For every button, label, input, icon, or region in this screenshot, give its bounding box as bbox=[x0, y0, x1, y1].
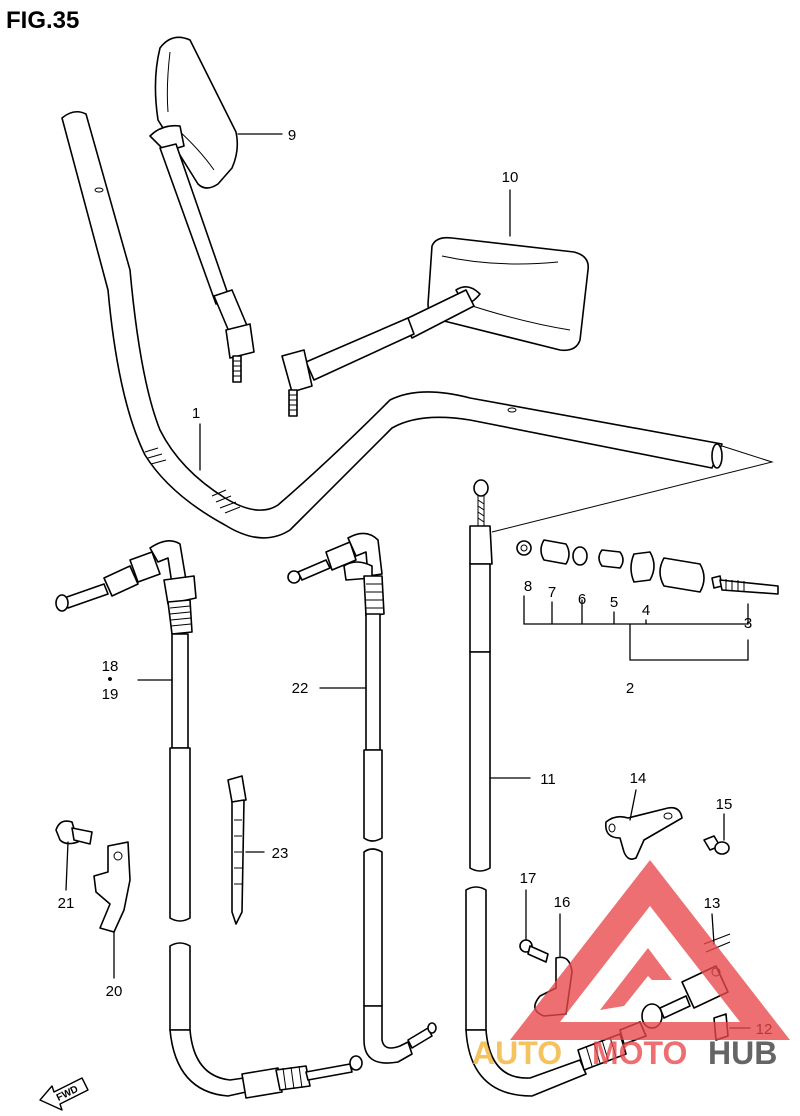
fwd-arrow-icon: FWD bbox=[39, 1077, 89, 1111]
callout-separator-dot: • bbox=[107, 671, 112, 688]
cable-tie bbox=[227, 775, 247, 925]
watermark-word-hub: HUB bbox=[708, 1035, 777, 1071]
callout-2: 2 bbox=[626, 680, 634, 697]
callout-21: 21 bbox=[58, 895, 75, 912]
callout-10: 10 bbox=[502, 169, 519, 186]
callout-22: 22 bbox=[292, 680, 309, 697]
callout-19: 19 bbox=[102, 686, 119, 703]
mirror-right bbox=[281, 236, 590, 417]
handlebar-balancer-assy bbox=[491, 445, 779, 661]
handlebar bbox=[61, 110, 723, 539]
callout-16: 16 bbox=[554, 894, 571, 911]
callout-17: 17 bbox=[520, 870, 537, 887]
callout-18: 18 bbox=[102, 658, 119, 675]
callout-23: 23 bbox=[272, 845, 289, 862]
cable-bracket bbox=[604, 806, 730, 860]
watermark-logo: AUTO MOTO HUB bbox=[472, 860, 790, 1071]
callout-7: 7 bbox=[548, 584, 556, 601]
callout-4: 4 bbox=[642, 602, 650, 619]
leader-lines bbox=[65, 133, 751, 1029]
throttle-cable-1 bbox=[55, 540, 363, 1099]
callout-8: 8 bbox=[524, 578, 532, 595]
callout-13: 13 bbox=[704, 895, 721, 912]
callout-15: 15 bbox=[716, 796, 733, 813]
mirror-left bbox=[149, 36, 255, 383]
callout-6: 6 bbox=[578, 591, 586, 608]
figure-title: FIG.35 bbox=[6, 7, 79, 34]
throttle-cable-2 bbox=[287, 532, 437, 1064]
watermark-word-auto: AUTO bbox=[472, 1035, 562, 1071]
callout-14: 14 bbox=[630, 770, 647, 787]
callout-1: 1 bbox=[192, 405, 200, 422]
watermark-word-moto: MOTO bbox=[592, 1035, 687, 1071]
cable-guide bbox=[55, 820, 131, 933]
clutch-cable bbox=[465, 479, 729, 1097]
callout-11: 11 bbox=[540, 771, 556, 788]
callout-5: 5 bbox=[610, 594, 618, 611]
callout-9: 9 bbox=[288, 127, 296, 144]
callout-3: 3 bbox=[744, 615, 752, 632]
callout-20: 20 bbox=[106, 983, 123, 1000]
